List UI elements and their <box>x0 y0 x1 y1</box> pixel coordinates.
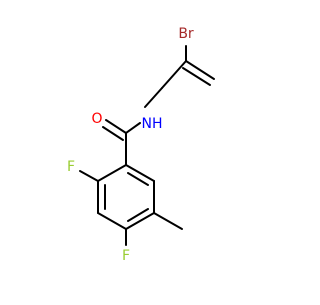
bond-n-carbonyl <box>125 122 141 134</box>
bond-c-ch2-double <box>182 67 211 86</box>
structure-canvas: Br NH O F F <box>67 26 215 264</box>
bond-c-ch2-bridge <box>161 60 187 89</box>
bond-c-ch2 <box>185 60 215 80</box>
bond-ring-inner-3 <box>127 172 149 186</box>
bond-c-methyl <box>153 212 183 230</box>
bromine-label: Br <box>178 26 194 42</box>
bond-ring-3 <box>97 212 127 230</box>
bond-ring-1 <box>97 164 127 182</box>
oxygen-label: O <box>91 111 102 127</box>
bonds <box>79 45 215 246</box>
molecule-diagram: Br NH O F F <box>67 26 215 264</box>
fluorine-bottom-label: F <box>122 248 130 264</box>
bond-ring-inner-2 <box>127 208 149 222</box>
fluorine-top-label: F <box>67 159 75 175</box>
bond-ch2-n <box>144 87 163 108</box>
bond-ring-4 <box>125 212 155 230</box>
bond-c-o <box>105 119 127 134</box>
bond-c-f-top <box>79 170 99 182</box>
bond-c-o-double <box>102 126 124 141</box>
bond-ring-6 <box>125 164 155 182</box>
nh-label: NH <box>142 116 163 132</box>
